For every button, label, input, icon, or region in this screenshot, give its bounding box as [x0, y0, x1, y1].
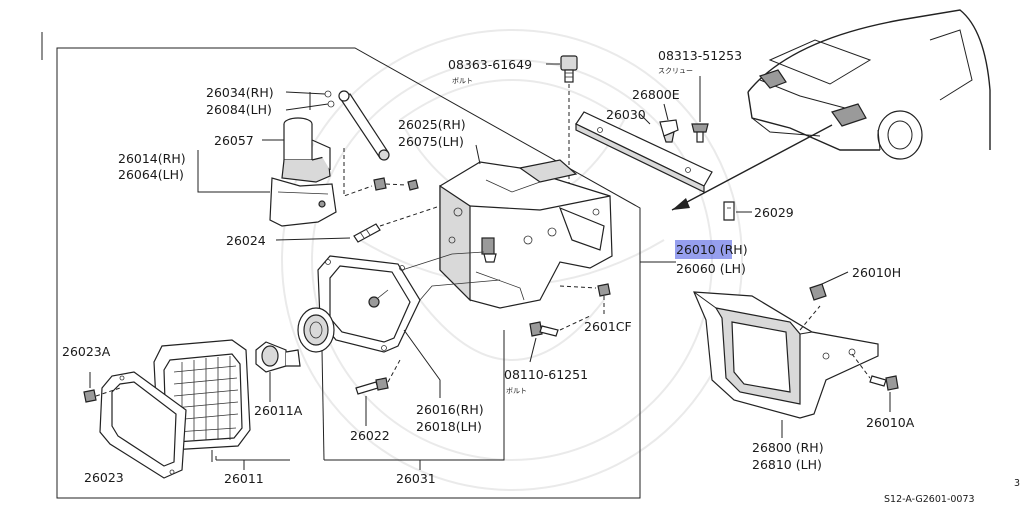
label-26075-lh: 26075(LH) [398, 134, 464, 149]
retaining-ring-26023 [99, 371, 187, 479]
highlight-26010 [675, 240, 732, 259]
label-26064-lh: 26064(LH) [118, 167, 184, 182]
label-26030: 26030 [606, 107, 646, 122]
label-26810-lh: 26810 (LH) [752, 457, 822, 472]
label-screw-kana: スクリュー [658, 67, 693, 75]
label-26010h: 26010H [852, 265, 901, 280]
linkage-rod-26034 [285, 90, 390, 161]
label-bolt-kana-2: ボルト [506, 387, 527, 395]
nut-2601cf [559, 283, 611, 316]
label-26057: 26057 [214, 133, 254, 148]
bolt-08110 [529, 315, 591, 363]
adjuster-26057 [262, 117, 337, 227]
label-bolt-kana-1: ボルト [452, 77, 473, 85]
clip-26029 [723, 201, 752, 221]
label-26024: 26024 [226, 233, 266, 248]
label-26025-rh: 26025(RH) [398, 117, 466, 132]
label-08363-61649: 08363-61649 [448, 57, 532, 72]
label-26034-rh: 26034(RH) [206, 85, 274, 100]
diagram-code: S12-A-G2601-0073 [884, 494, 975, 505]
bolt-08363 [546, 55, 578, 190]
headlamp-rim-26800 [693, 291, 879, 438]
label-26011a: 26011A [254, 403, 303, 418]
assembly-frame [56, 47, 641, 499]
edge-mark: 3 [1014, 478, 1020, 489]
screw-26010a [851, 353, 899, 412]
label-08313-51253: 08313-51253 [658, 48, 742, 63]
label-2601cf: 2601CF [584, 319, 632, 334]
screw-08313 [691, 76, 709, 143]
label-26010-rh: 26010 (RH) [676, 242, 748, 257]
clip-26800e [659, 103, 679, 143]
detail-arrow [671, 124, 833, 211]
label-26018-lh: 26018(LH) [416, 419, 482, 434]
label-26084-lh: 26084(LH) [206, 102, 272, 117]
label-26031: 26031 [396, 471, 436, 486]
retaining-ring [297, 307, 335, 461]
label-26010a: 26010A [866, 415, 915, 430]
pivot-bolt [368, 289, 389, 308]
label-26800e: 26800E [632, 87, 680, 102]
label-26029: 26029 [754, 205, 794, 220]
screw-26022 [355, 359, 401, 426]
label-26023: 26023 [84, 470, 124, 485]
bracket-26030 [575, 111, 713, 193]
label-26060-lh: 26060 (LH) [676, 261, 746, 276]
label-26014-rh: 26014(RH) [118, 151, 186, 166]
bracket-26031-leader [215, 330, 505, 470]
adjuster-nuts [343, 148, 419, 197]
label-26011: 26011 [224, 471, 264, 486]
bracket-26014-leader [197, 150, 270, 193]
label-26023a: 26023A [62, 344, 111, 359]
label-26016-rh: 26016(RH) [416, 402, 484, 417]
label-26800-rh: 26800 (RH) [752, 440, 824, 455]
mounting-bracket-26010 [439, 144, 613, 309]
adjusting-screw-26024 [275, 205, 441, 243]
screw-26023a [83, 372, 121, 403]
bulb-26011a [255, 341, 301, 402]
label-26022: 26022 [350, 428, 390, 443]
label-08110-61251: 08110-61251 [504, 367, 588, 382]
nut-26010h [809, 271, 849, 301]
car-illustration [747, 9, 991, 160]
